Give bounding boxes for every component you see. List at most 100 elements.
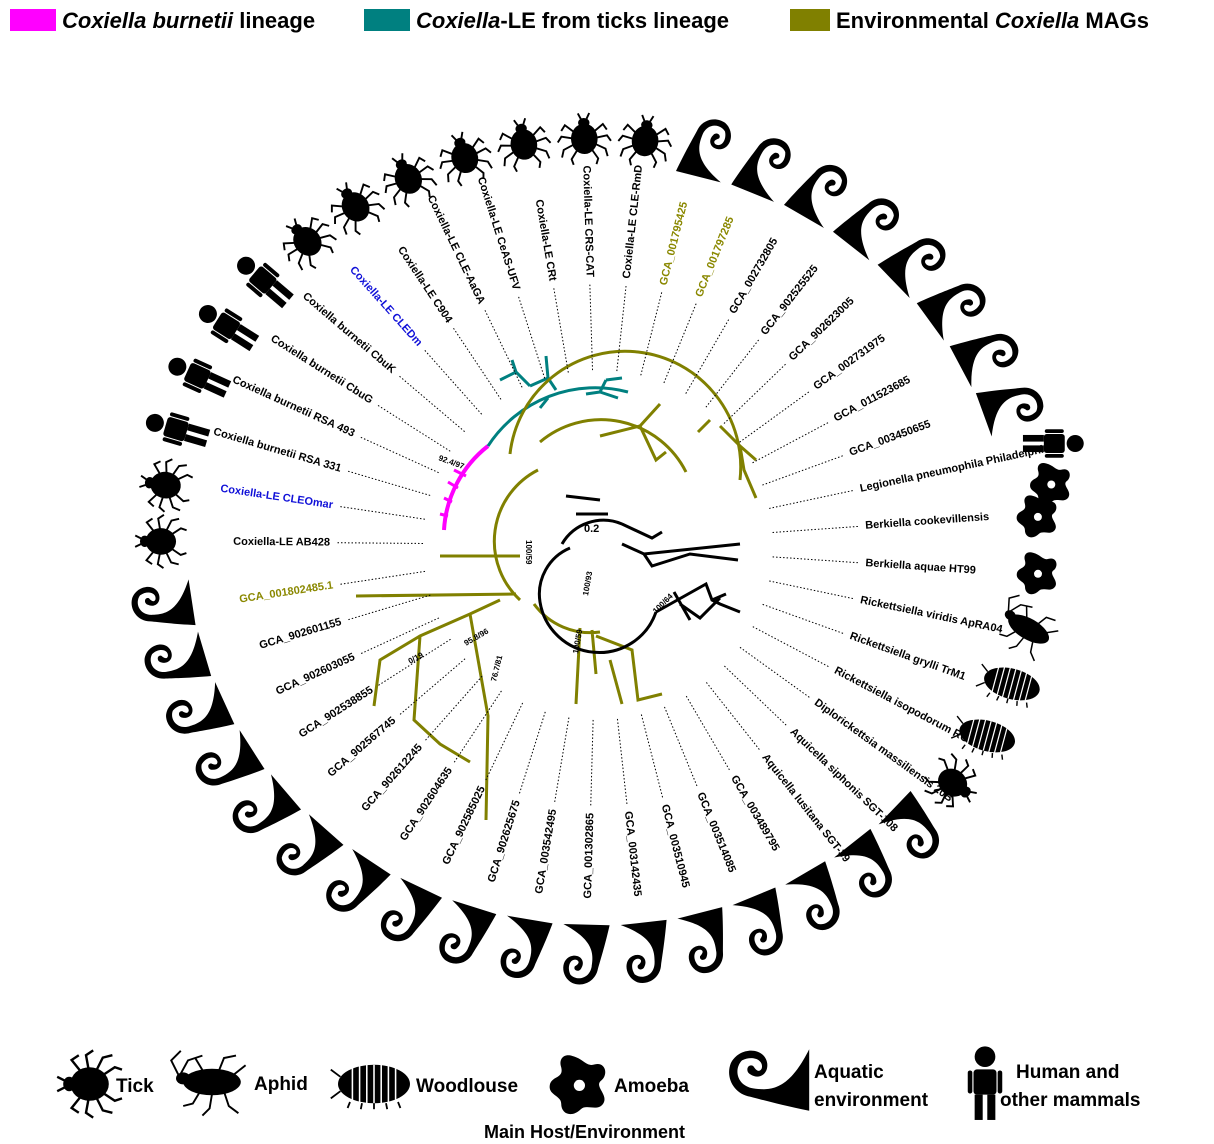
amoeba-icon bbox=[1017, 495, 1057, 537]
key-aphid-label: Aphid bbox=[254, 1074, 308, 1095]
branch-env-upper-3 bbox=[600, 404, 756, 498]
leader-line bbox=[664, 707, 697, 787]
wave-icon bbox=[950, 318, 1025, 387]
leader-line bbox=[773, 526, 860, 532]
key-caption: Main Host/Environment bbox=[484, 1122, 685, 1142]
key-aquatic-label-1: Aquatic bbox=[814, 1062, 884, 1083]
legend-swatch-env bbox=[790, 9, 830, 31]
key-tick-icon bbox=[57, 1050, 122, 1117]
leader-line bbox=[686, 696, 730, 771]
tip-label: Coxiella-LE CRt bbox=[533, 199, 559, 283]
leader-line bbox=[485, 703, 522, 782]
tick-icon bbox=[557, 112, 612, 165]
key-woodlouse-icon bbox=[331, 1065, 410, 1109]
branch-env-spine bbox=[494, 470, 538, 600]
tip-label: Coxiella-LE CeAS-UFV bbox=[475, 175, 522, 292]
wave-icon bbox=[562, 924, 610, 985]
key-aphid-icon bbox=[171, 1051, 245, 1116]
wave-icon bbox=[833, 184, 906, 260]
human-icon bbox=[229, 248, 297, 312]
wave-icon bbox=[917, 268, 993, 341]
legend-item-ticks: Coxiella-LE from ticks lineage bbox=[364, 8, 729, 33]
wave-icon bbox=[189, 730, 265, 801]
tip-label: GCA_902625675 bbox=[486, 799, 523, 884]
tick-icon bbox=[616, 113, 674, 170]
tick-icon bbox=[493, 115, 554, 175]
wave-icon bbox=[140, 632, 211, 693]
leader-line bbox=[453, 691, 501, 764]
support-value: 92.4/97 bbox=[437, 453, 466, 471]
leader-line bbox=[336, 543, 423, 544]
wave-icon bbox=[677, 907, 737, 977]
tip-label: Coxiella-LE CRS-CAT bbox=[580, 165, 596, 277]
leader-line bbox=[425, 676, 483, 741]
leader-line bbox=[339, 571, 425, 584]
support-values: 92.4/97 100/59 100/93 100/64 100/59 95.8… bbox=[407, 453, 675, 682]
key-amoeba-icon bbox=[550, 1055, 606, 1114]
key-human-label-1: Human and bbox=[1016, 1062, 1119, 1083]
wave-icon bbox=[160, 682, 234, 749]
support-value: 100/93 bbox=[581, 570, 594, 596]
key-woodlouse-label: Woodlouse bbox=[416, 1076, 518, 1097]
tip-label: Berkiella cookevillensis bbox=[865, 511, 990, 532]
legend-item-burnetii: Coxiella burnetii lineage bbox=[10, 8, 315, 33]
tip-label: GCA_902604635 bbox=[398, 765, 455, 843]
host-icons bbox=[129, 112, 1084, 985]
wave-icon bbox=[319, 849, 391, 925]
key-wave-icon bbox=[729, 1049, 809, 1111]
tip-label: GCA_902585025 bbox=[440, 784, 488, 866]
tip-label: GCA_001302865 bbox=[582, 813, 596, 899]
tip-label: GCA_902601155 bbox=[258, 616, 343, 652]
leader-line bbox=[641, 715, 663, 799]
tip-label: GCA_003489795 bbox=[728, 773, 782, 853]
wave-icon bbox=[269, 814, 343, 890]
tick-icon bbox=[319, 171, 392, 243]
wave-icon bbox=[497, 916, 553, 983]
tip-label: Coxiella-LE CLEOmar bbox=[220, 483, 335, 512]
woodlouse-icon bbox=[974, 660, 1044, 710]
tip-label: Coxiella-LE CLE-RmD bbox=[621, 164, 645, 279]
leader-line bbox=[398, 375, 464, 431]
branch-env-upper-2 bbox=[540, 420, 686, 472]
leader-line bbox=[359, 437, 438, 473]
leader-line bbox=[773, 557, 860, 563]
legend-label-env: Environmental Coxiella MAGs bbox=[836, 8, 1149, 33]
leader-line bbox=[347, 471, 430, 496]
leader-line bbox=[686, 318, 730, 393]
tip-label: Diplorickettsia massiliensis 20B bbox=[812, 697, 955, 805]
legend-label-ticks: Coxiella-LE from ticks lineage bbox=[416, 8, 729, 33]
key-human-label-2: other mammals bbox=[1000, 1090, 1140, 1111]
tick-icon bbox=[136, 455, 195, 515]
tip-label: GCA_002731975 bbox=[811, 332, 887, 392]
leader-line bbox=[519, 712, 545, 795]
legend-swatch-ticks bbox=[364, 9, 410, 31]
legend-label-burnetii: Coxiella burnetii lineage bbox=[62, 8, 315, 33]
host-key: Tick Aphid Woodlouse Amoeba Aquatic envi… bbox=[57, 1046, 1140, 1142]
tick-icon bbox=[270, 205, 344, 279]
leader-line bbox=[453, 327, 501, 399]
tip-label: GCA_902623005 bbox=[787, 295, 857, 363]
phylogenetic-tree: 0.2 92.4/97 100/59 100/93 100/64 100/59 … bbox=[129, 112, 1084, 985]
branch-env-upper bbox=[510, 351, 741, 480]
leader-line bbox=[377, 405, 450, 452]
tip-label: Coxiella burnetii RSA 331 bbox=[212, 426, 343, 475]
branch-outgroup-2 bbox=[566, 496, 600, 500]
leader-line bbox=[518, 295, 545, 378]
legend-item-env: Environmental Coxiella MAGs bbox=[790, 8, 1149, 33]
leader-line bbox=[706, 682, 760, 750]
scale-bar-label: 0.2 bbox=[584, 523, 599, 535]
leader-line bbox=[769, 490, 854, 508]
human-icon bbox=[163, 349, 234, 403]
tip-label: GCA_902567745 bbox=[325, 715, 398, 780]
wave-icon bbox=[434, 900, 496, 971]
tip-label: GCA_001802485.1 bbox=[238, 579, 334, 605]
leader-line bbox=[554, 287, 569, 373]
wave-icon bbox=[733, 888, 799, 961]
tip-label: Rickettsiella viridis ApRA04 bbox=[859, 594, 1004, 636]
leader-line bbox=[399, 659, 465, 716]
tip-label: GCA_902538855 bbox=[297, 684, 376, 740]
human-icon bbox=[142, 406, 212, 453]
lineage-legend: Coxiella burnetii lineage Coxiella-LE fr… bbox=[10, 8, 1149, 33]
tip-label: GCA_001795425 bbox=[658, 201, 691, 287]
